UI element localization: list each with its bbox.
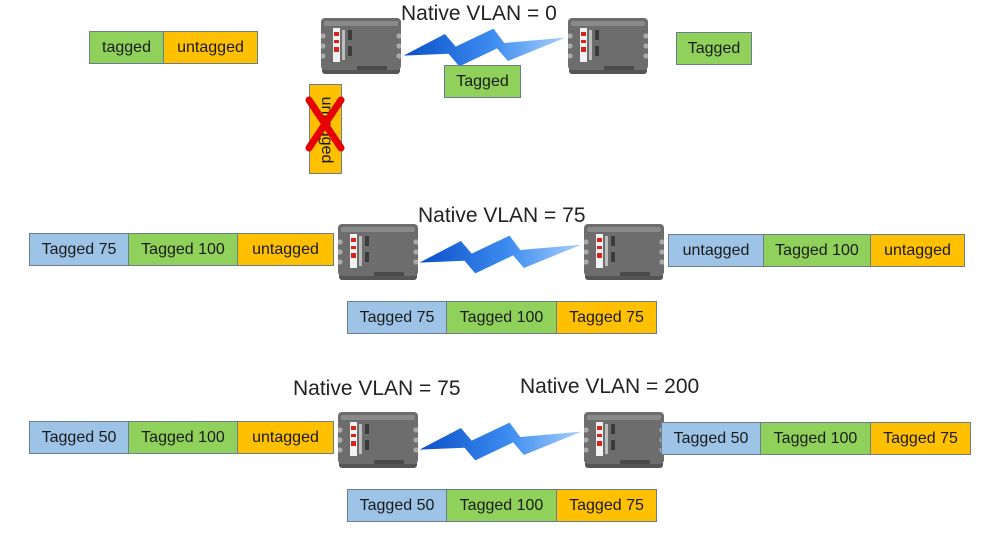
frame-segment: Tagged 50 [347, 489, 447, 522]
frame-segment: Tagged 75 [871, 422, 971, 455]
frame-segment: Tagged 50 [29, 421, 129, 454]
switch-left-icon [338, 410, 418, 470]
close-icon [305, 96, 345, 152]
frame-segment: Tagged 100 [761, 422, 871, 455]
frame-segment: Tagged 100 [764, 234, 871, 267]
wireless-link-icon [413, 232, 588, 277]
frame-segment: untagged [668, 234, 764, 267]
link-frame: Tagged 50 Tagged 100 Tagged 75 [347, 489, 657, 522]
wireless-link-icon [413, 419, 588, 464]
frame-segment: Tagged 100 [447, 301, 557, 334]
native-vlan-right-label: Native VLAN = 200 [520, 375, 700, 398]
frame-segment: untagged [238, 421, 334, 454]
frame-segment: tagged [89, 31, 164, 64]
native-vlan-label: Native VLAN = 75 [418, 204, 586, 227]
frame-segment: Tagged 75 [557, 489, 657, 522]
frame-segment: Tagged [444, 65, 521, 98]
left-frame: Tagged 75 Tagged 100 untagged [29, 233, 334, 266]
right-frame: Tagged [676, 32, 752, 65]
frame-segment: Tagged 100 [129, 233, 238, 266]
switch-right-icon [584, 222, 664, 282]
frame-segment: Tagged 75 [557, 301, 657, 334]
link-frame: Tagged 75 Tagged 100 Tagged 75 [347, 301, 657, 334]
left-frame: tagged untagged [89, 31, 258, 64]
switch-left-icon [321, 16, 401, 76]
native-vlan-label: Native VLAN = 0 [401, 2, 557, 25]
frame-segment: untagged [238, 233, 334, 266]
frame-segment: Tagged 100 [129, 421, 238, 454]
frame-segment: Tagged 50 [661, 422, 761, 455]
right-frame: untagged Tagged 100 untagged [668, 234, 965, 267]
frame-segment: Tagged [676, 32, 752, 65]
native-vlan-left-label: Native VLAN = 75 [293, 377, 461, 400]
frame-segment: Tagged 75 [347, 301, 447, 334]
switch-right-icon [568, 16, 648, 76]
right-frame: Tagged 50 Tagged 100 Tagged 75 [661, 422, 971, 455]
frame-segment: untagged [871, 234, 965, 267]
wireless-link-icon [397, 25, 572, 70]
frame-segment: Tagged 100 [447, 489, 557, 522]
switch-left-icon [338, 222, 418, 282]
switch-right-icon [584, 410, 664, 470]
left-frame: Tagged 50 Tagged 100 untagged [29, 421, 334, 454]
frame-segment: untagged [164, 31, 258, 64]
link-frame: Tagged [444, 65, 521, 98]
frame-segment: Tagged 75 [29, 233, 129, 266]
